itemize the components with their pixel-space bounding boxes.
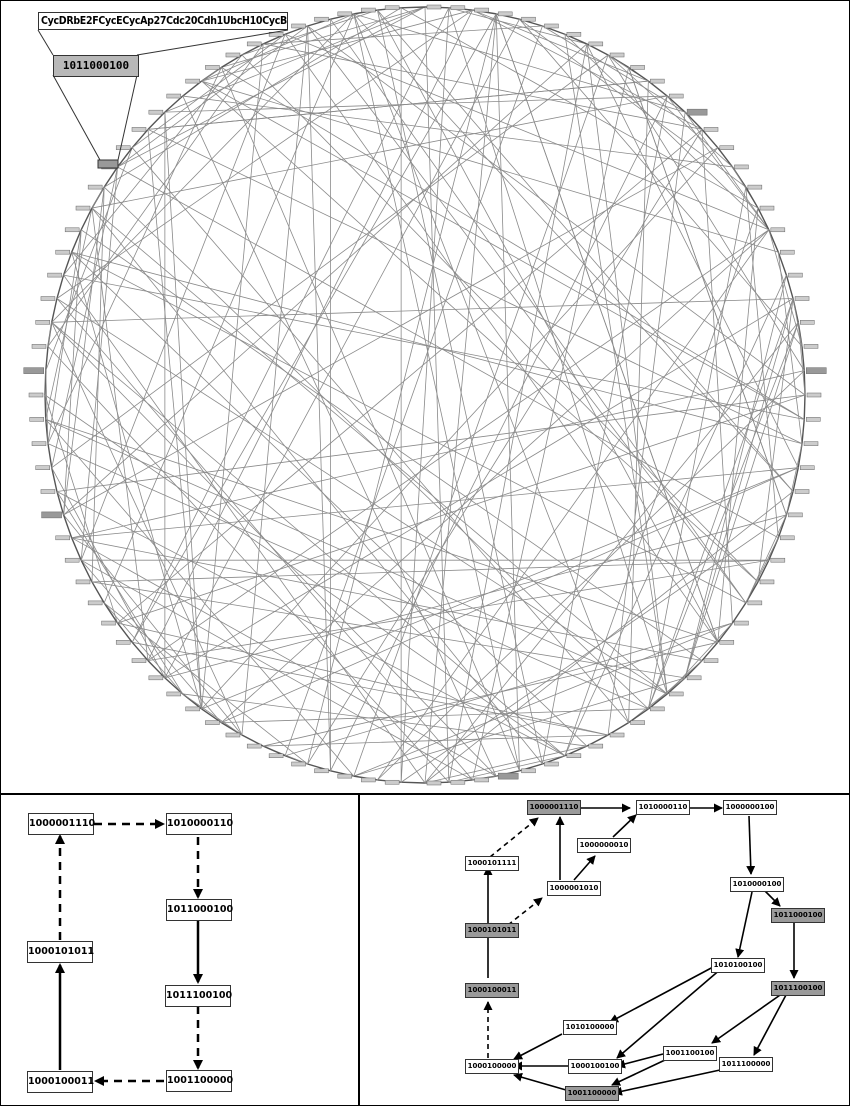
- state-node-highlighted: 1000101011: [465, 923, 519, 938]
- state-node: 1010100000: [563, 1020, 617, 1035]
- state-node-highlighted: 1011000100: [771, 908, 825, 923]
- state-node-highlighted: 1011100100: [771, 981, 825, 996]
- gene-label: Rb: [66, 15, 80, 27]
- circular-state-graph: [23, 4, 827, 786]
- state-node: 1010000110: [636, 800, 690, 815]
- gene-label: CycB: [262, 15, 287, 27]
- state-node: 1000100000: [465, 1059, 519, 1074]
- state-node: 1000000100: [723, 800, 777, 815]
- state-node: 1000001010: [547, 881, 601, 896]
- state-node-highlighted: 1000100011: [465, 983, 519, 998]
- vertical-divider: [358, 794, 360, 1106]
- state-node: 1011000100: [166, 899, 233, 921]
- state-node: 1000100100: [568, 1059, 622, 1074]
- gene-label: CycD: [41, 15, 67, 27]
- state-node: 1000101011: [27, 941, 94, 963]
- state-node: 1010000110: [166, 813, 233, 835]
- gene-label: p27: [147, 15, 167, 27]
- state-node: 1011100100: [165, 985, 232, 1007]
- gene-label: Cdc20: [166, 15, 198, 27]
- state-node: 1000100011: [27, 1071, 94, 1093]
- gene-legend: CycD Rb E2F CycE CycA p27 Cdc20 Cdh1 Ubc…: [38, 12, 288, 30]
- state-node: 1000101111: [465, 856, 519, 871]
- gene-label: CycE: [98, 15, 123, 27]
- state-node-highlighted: 1000001110: [527, 800, 581, 815]
- state-node: 1010100100: [711, 958, 765, 973]
- zoomed-state-box: 1011000100: [53, 55, 139, 77]
- gene-label: CycA: [122, 15, 148, 27]
- gene-label: E2F: [79, 15, 99, 27]
- state-node-highlighted: 1001100000: [565, 1086, 619, 1101]
- gene-label: UbcH10: [222, 15, 263, 27]
- state-node: 1001100100: [663, 1046, 717, 1061]
- state-node: 1011100000: [719, 1057, 773, 1072]
- horizontal-divider: [0, 793, 850, 795]
- gene-label: Cdh1: [197, 15, 223, 27]
- state-node: 1000001110: [28, 813, 95, 835]
- state-node: 1000000010: [577, 838, 631, 853]
- state-node: 1001100000: [166, 1070, 233, 1092]
- state-node: 1010000100: [730, 877, 784, 892]
